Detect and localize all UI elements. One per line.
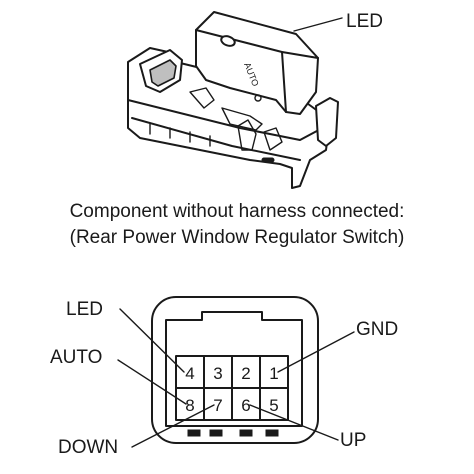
connector-tooth-2 [209, 429, 223, 437]
pin-3: 3 [213, 364, 222, 383]
caption-line-2: (Rear Power Window Regulator Switch) [70, 227, 405, 248]
base-ribs [149, 123, 211, 147]
callout-up-leader [249, 404, 339, 441]
mechanism-detail-2 [221, 107, 263, 131]
mechanism-detail-1 [189, 87, 215, 109]
callout-down-leader [131, 404, 215, 448]
mechanism-hole [254, 94, 262, 102]
pin-2: 2 [241, 364, 250, 383]
pin-4: 4 [185, 364, 194, 383]
component-led-label: LED [346, 11, 383, 32]
callout-auto-label: AUTO [50, 347, 102, 368]
right-tab [315, 97, 339, 147]
housing-lower-edge [131, 117, 301, 161]
caption-line-1: Component without harness connected: [70, 201, 405, 222]
housing-front-edge [127, 99, 331, 141]
connector-tooth-1 [187, 429, 201, 437]
callout-gnd-label: GND [356, 319, 398, 340]
pin-5: 5 [269, 396, 278, 415]
connector-outer-shell [151, 296, 319, 444]
mechanism-detail-4 [263, 127, 283, 151]
callout-led-label: LED [66, 299, 103, 320]
connector-tooth-3 [239, 429, 253, 437]
switch-knob-front-edge [281, 51, 287, 113]
led-window [220, 35, 236, 47]
pin-7: 7 [213, 396, 222, 415]
connector-inner-outline [165, 311, 303, 427]
component-led-leader [293, 17, 343, 32]
pin-8: 8 [185, 396, 194, 415]
callout-gnd-leader [277, 331, 355, 373]
left-tab-window [149, 59, 177, 87]
pin-6: 6 [241, 396, 250, 415]
callout-led-leader [119, 308, 185, 373]
connector-diagram: 4 3 2 1 8 7 6 5 [151, 296, 319, 444]
switch-illustration: AUTO [127, 11, 339, 189]
mechanism-detail-3 [237, 119, 257, 151]
callout-down-label: DOWN [58, 437, 118, 458]
connector-tooth-4 [265, 429, 279, 437]
callout-auto-leader [117, 359, 187, 405]
pin-1: 1 [269, 364, 278, 383]
base-slot [261, 157, 275, 163]
callout-up-label: UP [340, 430, 366, 451]
